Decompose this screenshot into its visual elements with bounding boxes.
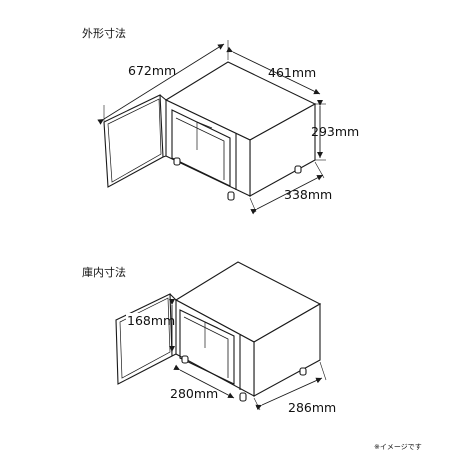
exterior-open-door — [103, 94, 164, 188]
exterior-height-label: 293mm — [311, 124, 359, 139]
exterior-heading: 外形寸法 — [82, 26, 126, 40]
interior-depth-label: 286mm — [288, 400, 336, 415]
exterior-inner-depth-label: 338mm — [284, 187, 332, 202]
exterior-cavity — [171, 109, 231, 187]
interior-width-label: 280mm — [170, 386, 218, 401]
exterior-inner-depth-arrow — [250, 174, 324, 215]
interior-height-label: 168mm — [127, 313, 175, 328]
interior-diagram: 庫内寸法 168mm 280mm 286mm — [82, 261, 336, 415]
exterior-diagram: 外形寸法 672mm 461mm 293mm — [82, 26, 359, 215]
exterior-foot — [227, 191, 235, 201]
exterior-depth-arrow — [226, 46, 321, 95]
exterior-depth-label: 461mm — [268, 65, 316, 80]
interior-foot — [239, 392, 247, 402]
exterior-width-label: 672mm — [128, 63, 176, 78]
interior-width-arrow — [173, 364, 235, 399]
interior-foot — [181, 355, 189, 364]
exterior-width-arrow — [97, 43, 225, 125]
exterior-foot — [173, 157, 181, 166]
interior-open-door — [115, 293, 173, 385]
interior-foot — [299, 367, 307, 376]
interior-heading: 庫内寸法 — [82, 265, 126, 279]
image-note: ※イメージです — [374, 443, 422, 451]
interior-depth-arrow — [255, 377, 323, 411]
exterior-foot — [294, 165, 302, 174]
